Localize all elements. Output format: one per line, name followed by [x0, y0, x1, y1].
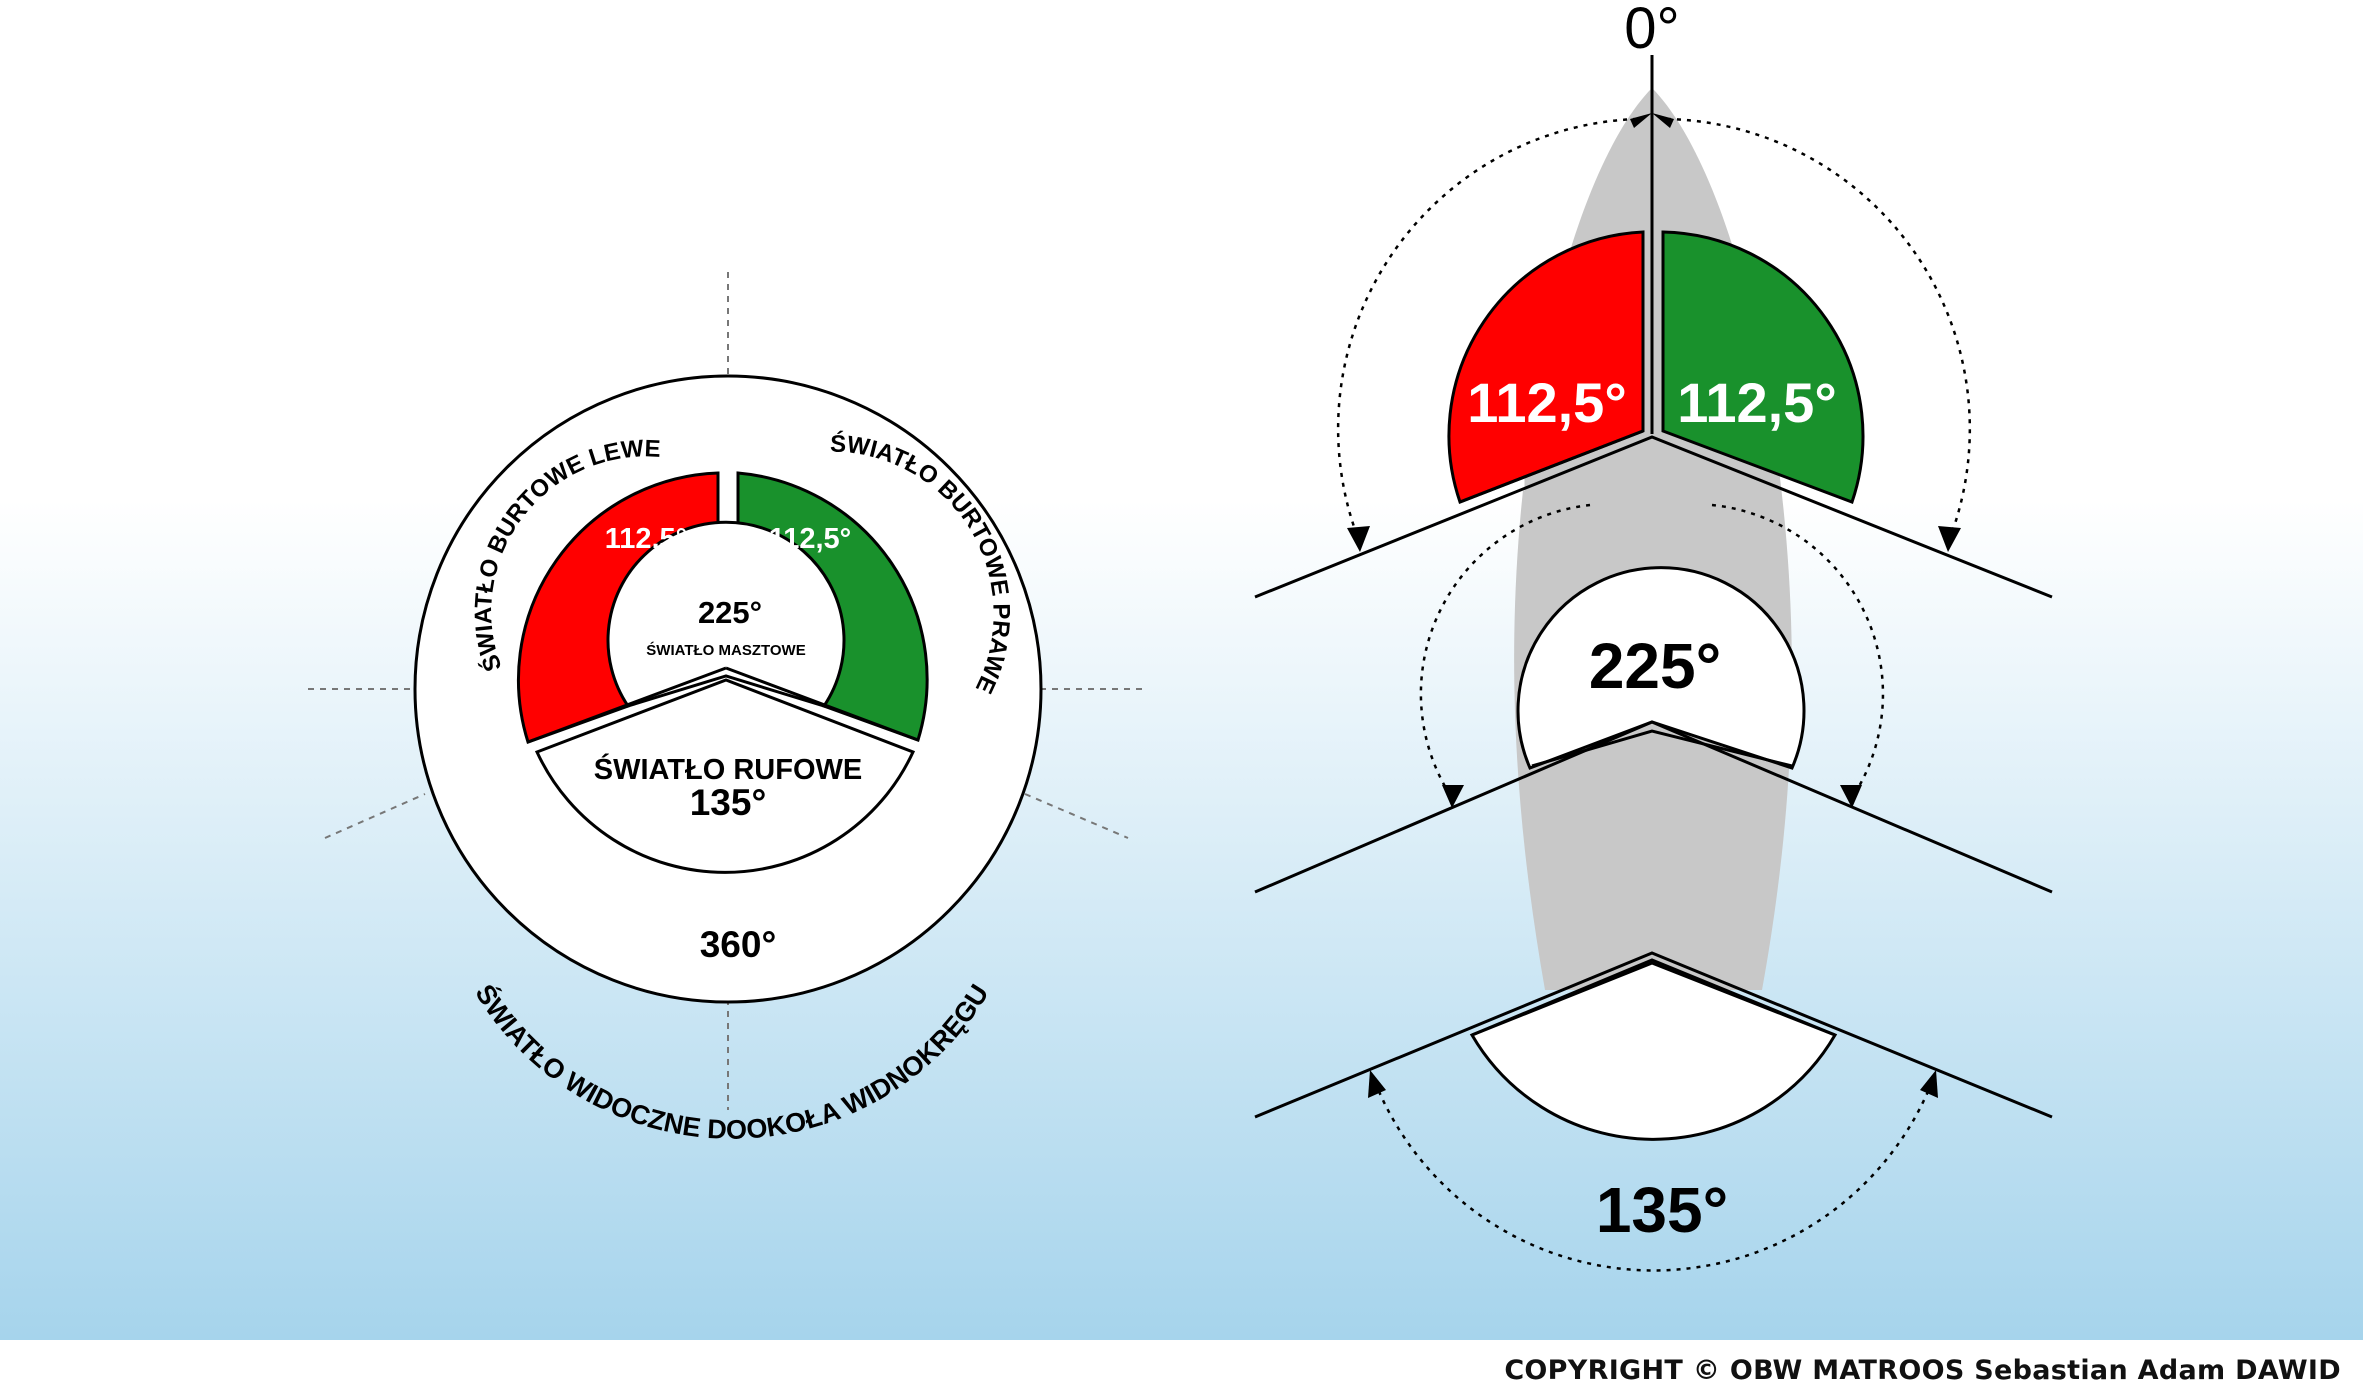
starboard-sidelight-angle: 112,5° — [769, 523, 852, 555]
port-sector-angle: 112,5° — [1467, 371, 1626, 434]
background-top — [0, 0, 2363, 500]
starboard-sidelight-sector — [1661, 230, 1865, 504]
masthead-angle: 225° — [698, 595, 762, 630]
bow-angle: 0° — [1624, 0, 1679, 61]
starboard-sector-angle: 112,5° — [1677, 371, 1836, 434]
masthead-sector-angle: 225° — [1589, 630, 1721, 702]
stern-name: ŚWIATŁO RUFOWE — [594, 752, 862, 786]
sector-boundary-line — [1254, 435, 2053, 599]
sector-boundary-line — [1471, 961, 1836, 1037]
port-sidelight-sector — [1447, 230, 1645, 504]
masthead-name: ŚWIATŁO MASZTOWE — [646, 641, 805, 659]
stern-light-sector — [534, 678, 916, 874]
all-round-angle: 360° — [700, 924, 777, 965]
background-gradient — [0, 500, 2363, 1340]
sector-boundary-line — [1531, 729, 1793, 768]
masthead-light-sector — [1516, 566, 1806, 770]
arrow-heads — [1347, 113, 1961, 1098]
right-diagram: 0° 112,5° 112,5° 225° 135° — [1254, 0, 2053, 1272]
port-sidelight-angle: 112,5° — [605, 523, 688, 555]
sector-arcs — [1336, 117, 1972, 1272]
masthead-light-sector — [606, 520, 846, 708]
stern-sector-divider — [725, 666, 919, 742]
stern-light-sector — [1469, 958, 1838, 1141]
sector-boundary-line — [1254, 951, 2053, 1119]
stern-sector-divider — [527, 666, 727, 744]
sector-boundary-line — [1459, 429, 1644, 504]
stern-sector-angle: 135° — [1596, 1174, 1728, 1246]
stern-angle: 135° — [690, 782, 767, 823]
copyright-notice: COPYRIGHT © OBW MATROOS Sebastian Adam D… — [1504, 1355, 2341, 1386]
sector-boundary-line — [1254, 720, 2053, 894]
